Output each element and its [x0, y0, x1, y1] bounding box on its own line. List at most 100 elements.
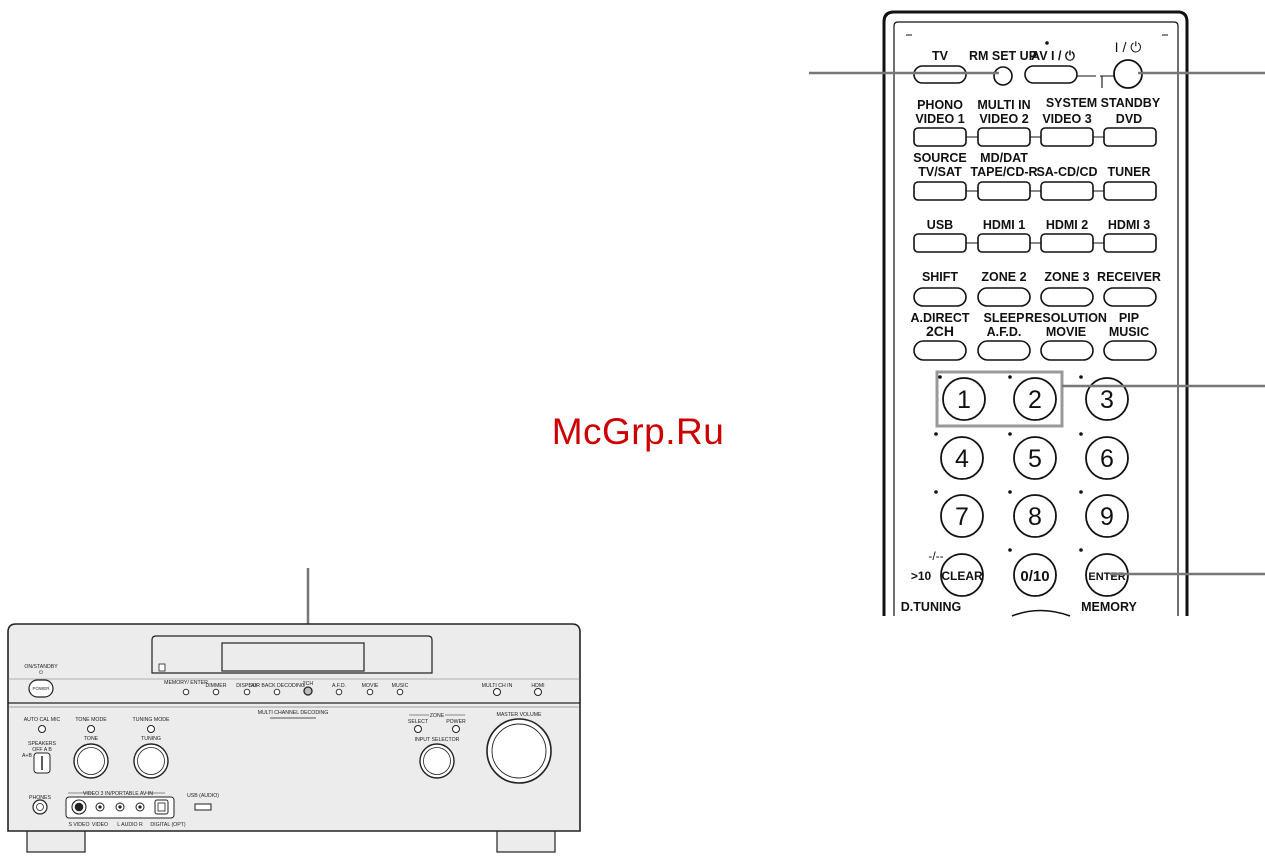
- hdmi2-label: HDMI 2: [1046, 218, 1088, 232]
- receiver-2ch-button[interactable]: [303, 686, 313, 696]
- hdmi2-button[interactable]: [1040, 233, 1094, 253]
- num-1-label: 1: [957, 386, 971, 414]
- num-3-button[interactable]: [1085, 377, 1129, 421]
- av-power-button[interactable]: [1024, 65, 1078, 84]
- rm-setup-button[interactable]: [993, 66, 1013, 86]
- tone-knob[interactable]: [73, 743, 109, 779]
- num-5-button[interactable]: [1013, 436, 1057, 480]
- sacd-cd-button[interactable]: [1040, 181, 1094, 201]
- gt10-label: >10: [911, 569, 932, 583]
- zero-ten-label: 0/10: [1020, 568, 1049, 585]
- dimmer-label: DIMMER: [205, 683, 226, 689]
- twoch-button[interactable]: [913, 340, 967, 361]
- tv-sat-button[interactable]: [913, 181, 967, 201]
- num-9-button[interactable]: [1085, 494, 1129, 538]
- memory-label: MEMORY: [1081, 600, 1137, 614]
- clear-button[interactable]: [940, 553, 984, 597]
- tv-button-label: TV: [932, 49, 949, 63]
- usb-button[interactable]: [913, 233, 967, 253]
- clear-top-label: -/--: [928, 549, 943, 563]
- tone-mode-button[interactable]: [87, 725, 95, 733]
- shift-button[interactable]: [913, 287, 967, 307]
- dvd-label: DVD: [1116, 112, 1142, 126]
- twoch-label: 2CH: [926, 323, 954, 339]
- num-2-label: 2: [1028, 386, 1042, 414]
- receiver-movie-button[interactable]: [366, 688, 374, 696]
- video3-button[interactable]: [1040, 127, 1094, 147]
- tuning-mode-button[interactable]: [147, 725, 155, 733]
- video3-in-label: VIDEO 3 IN/PORTABLE AV IN: [83, 791, 153, 797]
- video3-label: VIDEO 3: [1042, 112, 1091, 126]
- a-direct-label: A.DIRECT: [910, 311, 969, 325]
- input-selector-label: INPUT SELECTOR: [415, 737, 460, 743]
- multi-ch-in-button[interactable]: [493, 688, 501, 696]
- master-volume-knob[interactable]: [486, 718, 552, 784]
- zone-power-button[interactable]: [452, 725, 460, 733]
- svg-text:⏻: ⏻: [39, 670, 43, 676]
- dvd-button[interactable]: [1103, 127, 1157, 147]
- master-volume-label: MASTER VOLUME: [497, 712, 543, 718]
- usb-port: [194, 803, 212, 811]
- watermark-text: McGrp.Ru: [552, 411, 725, 452]
- num-4-button[interactable]: [940, 436, 984, 480]
- zone3-label: ZONE 3: [1044, 270, 1089, 284]
- av-power-label: AV I / ⏻: [1031, 49, 1076, 63]
- zone-power-label: POWER: [446, 719, 466, 725]
- sur-back-button[interactable]: [273, 688, 281, 696]
- receiver-power-button[interactable]: [28, 679, 54, 698]
- callout-lines: [306, 71, 1265, 688]
- receiver-body: [7, 623, 581, 832]
- num-5-label: 5: [1028, 445, 1042, 473]
- power-label: I / ⏻: [1115, 39, 1142, 55]
- zone-select-button[interactable]: [414, 725, 422, 733]
- afd-button[interactable]: [977, 340, 1031, 361]
- display-label: DISPLAY: [236, 683, 258, 689]
- zone2-button[interactable]: [977, 287, 1031, 307]
- num-7-button[interactable]: [940, 494, 984, 538]
- receiver-button[interactable]: [1103, 287, 1157, 307]
- digital-opt-jack: [154, 799, 169, 815]
- music-button[interactable]: [1103, 340, 1157, 361]
- auto-cal-mic-jack: [38, 725, 46, 733]
- num-6-label: 6: [1100, 445, 1114, 473]
- movie-label: MOVIE: [1046, 325, 1086, 339]
- num-2-button[interactable]: [1013, 377, 1057, 421]
- num-1-button[interactable]: [942, 377, 986, 421]
- zone3-button[interactable]: [1040, 287, 1094, 307]
- receiver-music-button[interactable]: [396, 688, 404, 696]
- num-8-button[interactable]: [1013, 494, 1057, 538]
- tape-cdr-button[interactable]: [977, 181, 1031, 201]
- display-button[interactable]: [243, 688, 251, 696]
- zone2-label: ZONE 2: [981, 270, 1026, 284]
- system-standby-label: SYSTEM STANDBY: [1046, 96, 1161, 110]
- highlight-box: [935, 370, 1064, 428]
- dimmer-button[interactable]: [212, 688, 220, 696]
- display-panel: [221, 642, 365, 672]
- num-6-button[interactable]: [1085, 436, 1129, 480]
- hdmi1-button[interactable]: [977, 233, 1031, 253]
- s-video-label: S VIDEO: [68, 822, 89, 828]
- memory-enter-button[interactable]: [182, 688, 190, 696]
- auto-cal-mic-label: AUTO CAL MIC: [24, 717, 61, 723]
- shift-label: SHIFT: [922, 270, 958, 284]
- tuning-knob[interactable]: [133, 743, 169, 779]
- movie-button[interactable]: [1040, 340, 1094, 361]
- receiver-afd-button[interactable]: [335, 688, 343, 696]
- num-7-label: 7: [955, 503, 969, 531]
- num-9-label: 9: [1100, 503, 1114, 531]
- input-selector-knob[interactable]: [419, 743, 455, 779]
- video2-button[interactable]: [977, 127, 1031, 147]
- hdmi3-button[interactable]: [1103, 233, 1157, 253]
- power-button[interactable]: [1113, 59, 1143, 89]
- video1-button[interactable]: [913, 127, 967, 147]
- afd-label: A.F.D.: [987, 325, 1022, 339]
- clear-label: CLEAR: [941, 569, 983, 583]
- resolution-label: RESOLUTION: [1025, 311, 1107, 325]
- digital-opt-label: DIGITAL (OPT): [150, 822, 185, 828]
- tv-button[interactable]: [913, 65, 967, 84]
- zero-ten-button[interactable]: [1013, 553, 1057, 597]
- tuner-button[interactable]: [1103, 181, 1157, 201]
- receiver-hdmi-button[interactable]: [534, 688, 542, 696]
- tone-label: TONE: [84, 736, 99, 742]
